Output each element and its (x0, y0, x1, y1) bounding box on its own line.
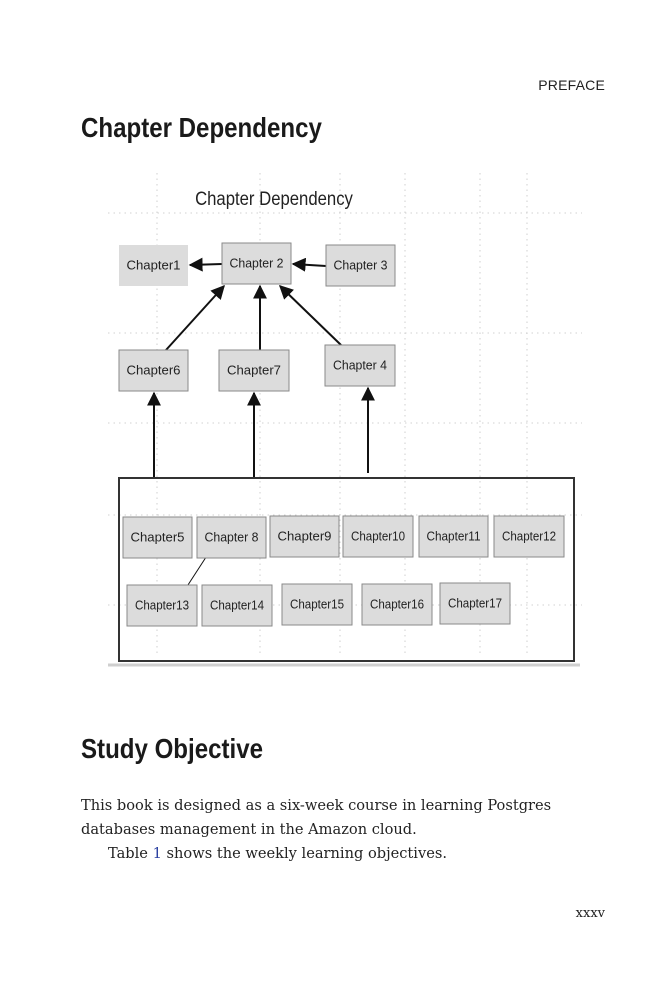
section-heading-study-objective: Study Objective (81, 733, 263, 764)
node-label: Chapter1 (127, 259, 181, 273)
node-label: Chapter9 (278, 530, 332, 544)
node-chapter-9: Chapter9 (269, 515, 340, 558)
node-label: Chapter17 (448, 597, 502, 611)
node-label: Chapter14 (210, 599, 264, 613)
node-chapter-14: Chapter14 (201, 584, 273, 627)
diagram-title: Chapter Dependency (195, 188, 353, 209)
node-label: Chapter 4 (333, 359, 387, 373)
node-label: Chapter12 (502, 530, 556, 544)
node-label: Chapter11 (427, 530, 481, 544)
paragraph-text-start: Table (108, 844, 153, 862)
node-chapter-8: Chapter 8 (196, 516, 267, 559)
node-label: Chapter13 (135, 599, 189, 613)
arrow-ch3-to-ch2 (291, 257, 327, 272)
node-chapter-15: Chapter15 (281, 583, 353, 626)
node-chapter-2: Chapter 2 (221, 242, 292, 285)
node-chapter-12: Chapter12 (493, 515, 565, 558)
table-1-link[interactable]: 1 (152, 844, 162, 862)
node-chapter-16: Chapter16 (361, 583, 433, 626)
node-chapter-11: Chapter11 (418, 515, 489, 558)
node-chapter-4: Chapter 4 (324, 344, 396, 387)
node-chapter-7: Chapter7 (218, 349, 290, 392)
node-chapter-3: Chapter 3 (325, 244, 396, 287)
node-label: Chapter10 (351, 530, 405, 544)
node-chapter-17: Chapter17 (439, 582, 511, 625)
node-chapter-10: Chapter10 (342, 515, 414, 558)
node-chapter-6: Chapter6 (118, 349, 189, 392)
running-head: PREFACE (538, 77, 605, 93)
node-label: Chapter 8 (205, 531, 259, 545)
arrow-ch2-to-ch1 (188, 257, 223, 272)
node-chapter-5: Chapter5 (122, 516, 193, 559)
chapter-dependency-diagram: Chapter Dependency Chapter1 Chapter 2 Chap… (100, 165, 590, 675)
node-label: Chapter16 (370, 598, 424, 612)
chapter-group-frame (118, 477, 575, 662)
node-label: Chapter5 (131, 531, 185, 545)
table-reference-paragraph: Table 1 shows the weekly learning object… (81, 842, 611, 866)
paragraph-text-end: shows the weekly learning objectives. (161, 844, 447, 862)
node-label: Chapter 2 (230, 257, 284, 271)
arrow-ch4-to-ch2 (278, 285, 342, 346)
node-chapter-13: Chapter13 (126, 584, 198, 627)
node-label: Chapter15 (290, 598, 344, 612)
page-number: xxxv (575, 906, 605, 921)
node-label: Chapter6 (127, 364, 181, 378)
arrow-ch6-to-ch2 (165, 284, 225, 351)
section-heading-chapter-dependency: Chapter Dependency (81, 112, 322, 143)
node-label: Chapter7 (227, 364, 281, 378)
node-label: Chapter 3 (334, 259, 388, 273)
study-objective-paragraph: This book is designed as a six-week cour… (81, 796, 552, 838)
node-chapter-1: Chapter1 (119, 245, 188, 286)
